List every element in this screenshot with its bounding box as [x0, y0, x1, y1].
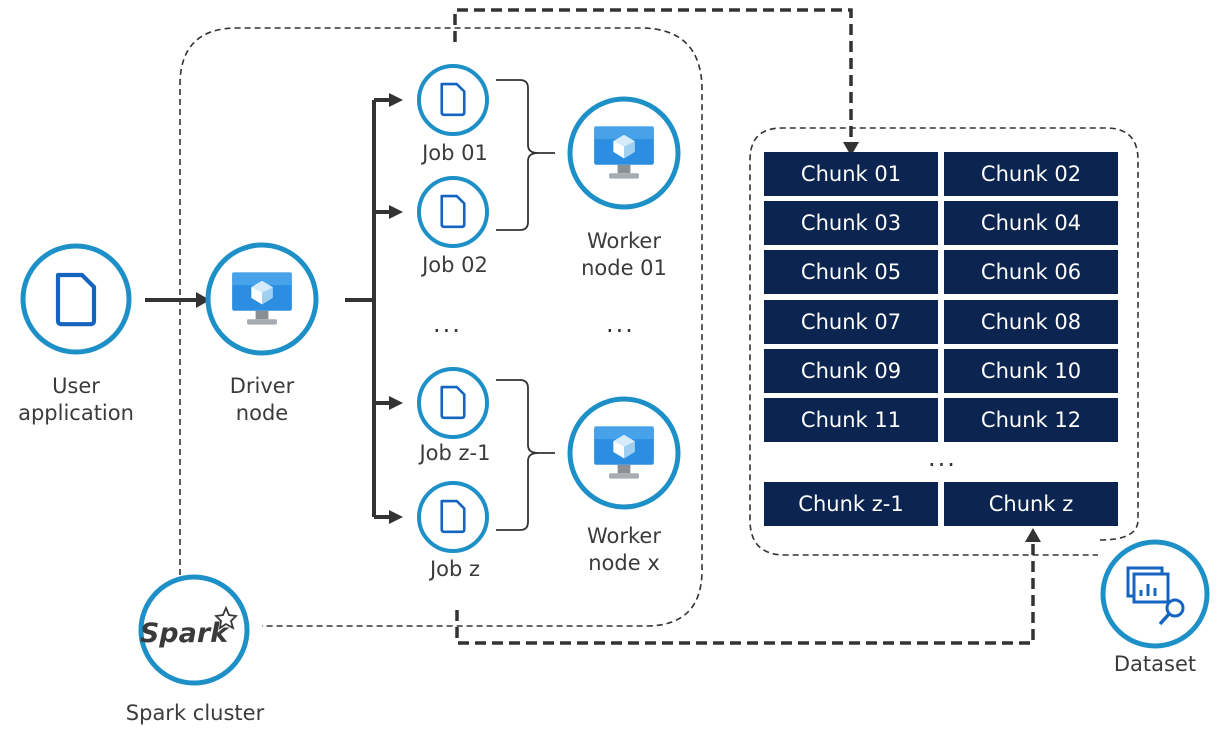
job-z-1-label: Job z-1: [419, 441, 491, 465]
job-worker-braces: [496, 79, 555, 531]
dataset-to-cluster-arrow: [455, 528, 1041, 645]
document-icon: [58, 275, 94, 324]
dataset-boundary: [749, 127, 1139, 556]
job-node-02: [417, 176, 489, 248]
driver-node: [205, 242, 319, 356]
job-02-label: Job 02: [422, 253, 488, 277]
chunk-cell: Chunk 10: [944, 349, 1118, 393]
dataset-node: [1100, 539, 1210, 649]
chunk-cell: Chunk 05: [764, 250, 938, 294]
driver-node-label: Driver node: [229, 374, 295, 425]
worker-node-01-label: Worker node 01: [581, 229, 667, 280]
chunk-cell: Chunk 04: [944, 201, 1118, 245]
cluster-to-dataset-arrow: [453, 8, 859, 156]
chunk-cell: Chunk z: [944, 482, 1118, 526]
dataset-label: Dataset: [1113, 652, 1197, 676]
chunks-ellipsis: ...: [928, 444, 957, 472]
chunk-cell: Chunk 03: [764, 201, 938, 245]
user-application-label: User application: [18, 374, 134, 425]
user-application-node: [20, 243, 132, 355]
chunk-cell: Chunk 11: [764, 398, 938, 442]
chunk-cell: Chunk 07: [764, 300, 938, 344]
job-node-z: [417, 481, 489, 553]
chunk-cell: Chunk 02: [944, 152, 1118, 196]
dataset-analytics-icon: [1126, 566, 1185, 626]
chunk-cell: Chunk 06: [944, 250, 1118, 294]
spark-node: Spark: [138, 574, 250, 686]
driver-to-jobs-arrows: [345, 98, 392, 519]
worker-node-x: [567, 396, 681, 510]
job-node-z-1: [417, 367, 489, 439]
chunk-cell: Chunk 09: [764, 349, 938, 393]
document-icon: [440, 499, 466, 534]
spark-cluster-label: Spark cluster: [125, 701, 265, 725]
chunk-cell: Chunk 12: [944, 398, 1118, 442]
chunk-cell: Chunk 08: [944, 300, 1118, 344]
spark-star-icon: [214, 605, 238, 630]
document-icon: [440, 82, 466, 117]
worker-node-x-label: Worker node x: [587, 524, 661, 575]
job-node-01: [417, 64, 489, 136]
document-icon: [440, 385, 466, 420]
document-icon: [440, 194, 466, 229]
spark-logo: Spark: [140, 618, 230, 649]
jobs-ellipsis: ...: [433, 310, 462, 338]
chunk-cell: Chunk 01: [764, 152, 938, 196]
worker-node-01: [567, 96, 681, 210]
job-01-label: Job 01: [422, 141, 488, 165]
user-to-driver-arrow: [145, 292, 210, 308]
spark-cluster-boundary: [179, 27, 703, 627]
workers-ellipsis: ...: [606, 310, 635, 338]
job-z-label: Job z: [429, 557, 481, 581]
chunk-cell: Chunk z-1: [764, 482, 938, 526]
